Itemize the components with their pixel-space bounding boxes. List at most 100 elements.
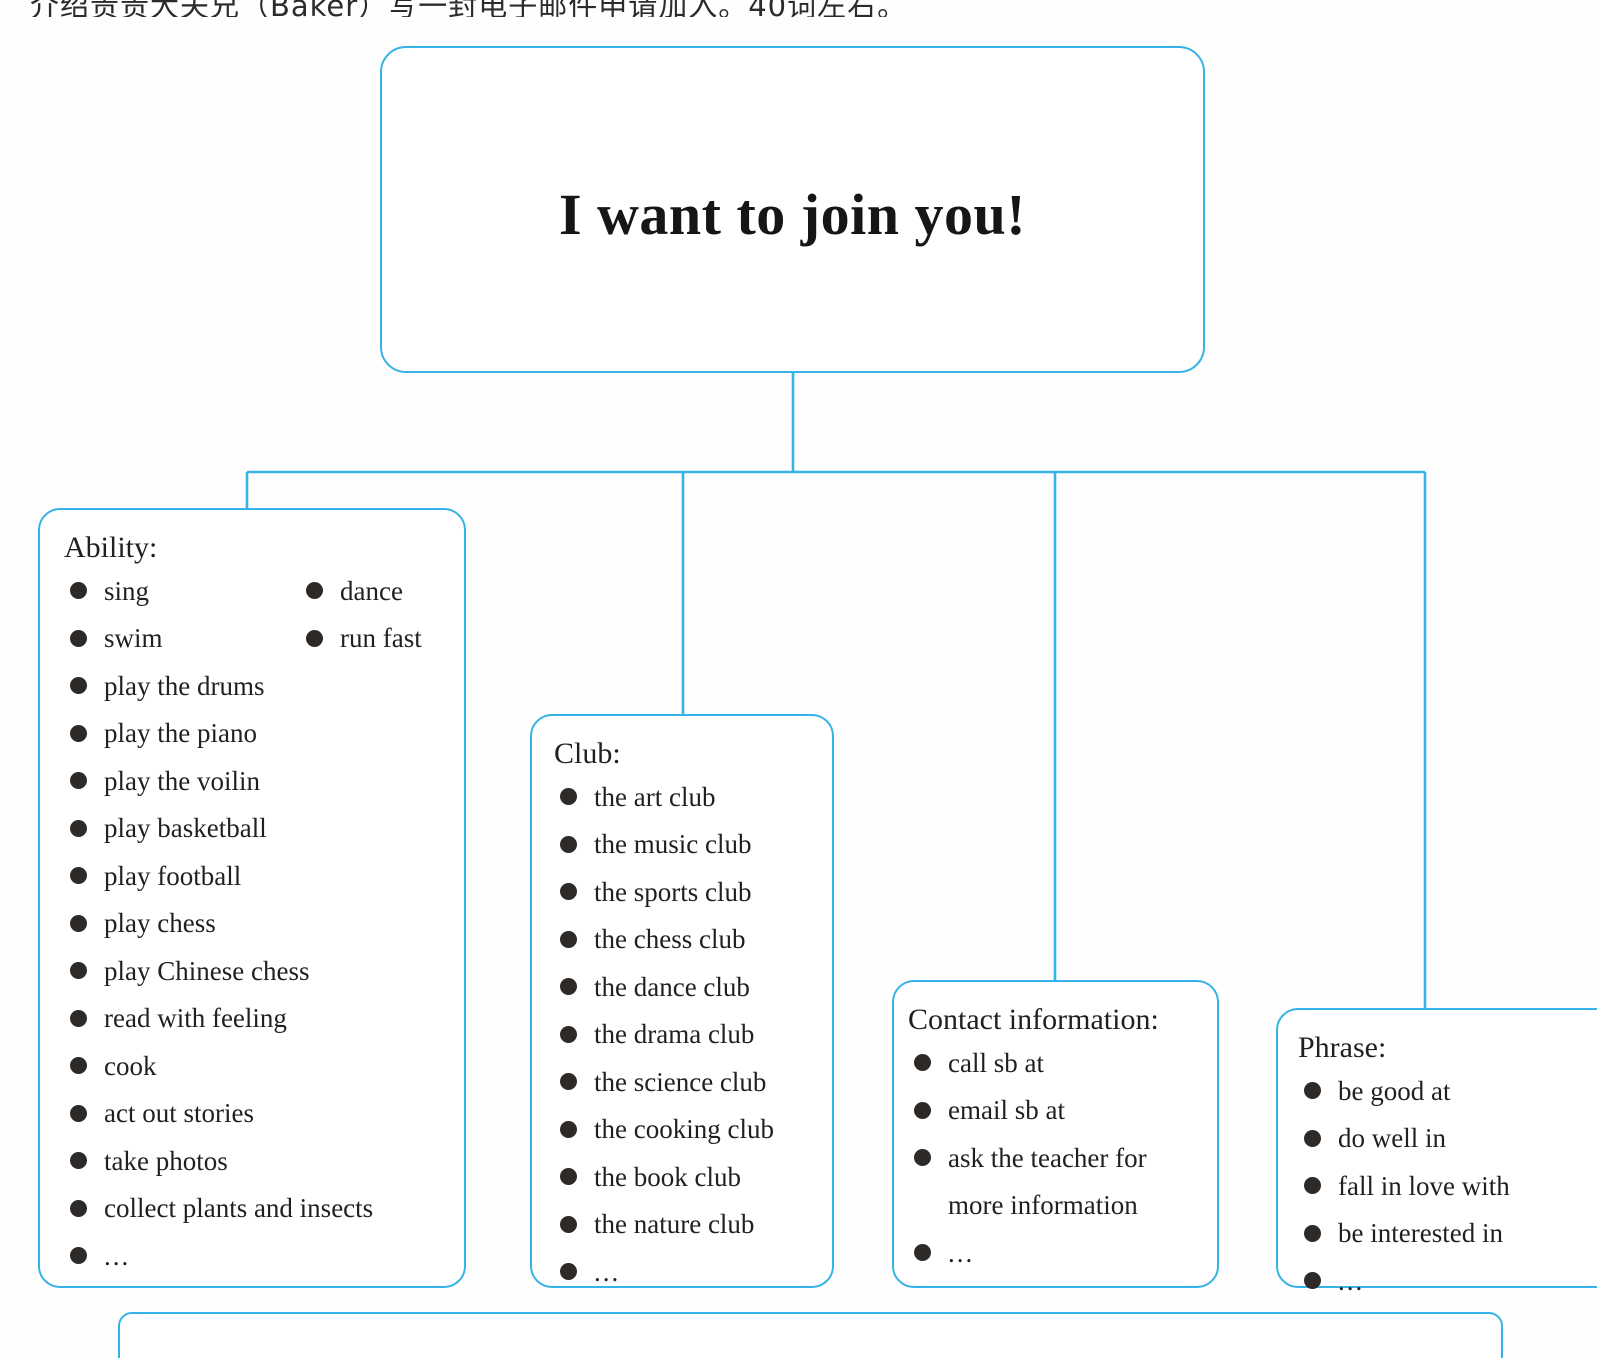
bullet-dot-icon xyxy=(1304,1082,1321,1100)
list-item: play the voilin xyxy=(64,758,464,806)
contact-item-label: email sb at xyxy=(948,1095,1065,1125)
bullet-dot-icon xyxy=(560,978,577,996)
ability-item-label: dance xyxy=(340,575,403,606)
ability-row-1: sing dance xyxy=(64,568,464,616)
ability-item-label: sing xyxy=(104,575,150,606)
bullet-dot-icon xyxy=(560,1025,577,1043)
list-item: the dance club xyxy=(554,964,832,1012)
club-item-label: the drama club xyxy=(594,1019,755,1049)
bullet-dot-icon xyxy=(560,883,577,901)
bullet-dot-icon xyxy=(560,835,577,853)
contact-item-label: call sb at xyxy=(948,1047,1044,1078)
branch-node-contact-information: Contact information: call sb at email sb… xyxy=(892,980,1219,1288)
phrase-item-label: do well in xyxy=(1338,1123,1446,1153)
phrase-item-label: be interested in xyxy=(1338,1218,1503,1248)
list-item: act out stories xyxy=(64,1090,464,1138)
club-item-label: ... xyxy=(594,1256,621,1287)
list-item: the sports club xyxy=(554,869,832,917)
bullet-dot-icon xyxy=(70,1199,87,1217)
bullet-dot-icon xyxy=(70,819,87,837)
ability-item-label: play basketball xyxy=(104,813,267,843)
bullet-dot-icon xyxy=(70,724,87,742)
contact-title: Contact information: xyxy=(908,1003,1159,1036)
list-item: the book club xyxy=(554,1154,832,1202)
list-item: fall in love with xyxy=(1298,1163,1597,1211)
list-item: play the drums xyxy=(64,663,464,711)
bullet-dot-icon xyxy=(70,677,87,695)
list-item-ellipsis: ... xyxy=(1298,1258,1597,1306)
ability-item-list: play the drums play the piano play the v… xyxy=(64,663,464,1281)
ability-item-label: act out stories xyxy=(104,1098,254,1128)
bullet-dot-icon xyxy=(560,1263,577,1281)
bullet-dot-icon xyxy=(70,1009,87,1027)
bullet-dot-icon xyxy=(1304,1272,1321,1290)
club-item-label: the dance club xyxy=(594,971,750,1002)
ability-item-sing: sing xyxy=(64,568,300,616)
phrase-item-label: ... xyxy=(1338,1265,1365,1296)
ability-item-label: cook xyxy=(104,1050,157,1081)
list-item: the music club xyxy=(554,821,832,869)
list-item: be good at xyxy=(1298,1068,1597,1116)
list-item: play basketball xyxy=(64,805,464,853)
ability-item-dance: dance xyxy=(300,568,403,616)
list-item: the cooking club xyxy=(554,1106,832,1154)
ability-item-label: play chess xyxy=(104,908,216,938)
bullet-dot-icon xyxy=(70,582,87,600)
bullet-dot-icon xyxy=(70,1057,87,1075)
contact-item-label: ... xyxy=(948,1237,975,1268)
root-node-title: I want to join you! xyxy=(558,182,1027,247)
list-item: the art club xyxy=(554,774,832,822)
ability-item-swim: swim xyxy=(64,615,300,663)
bullet-dot-icon xyxy=(914,1149,931,1167)
ability-item-run-fast: run fast xyxy=(300,615,422,663)
bullet-dot-icon xyxy=(70,1104,87,1122)
list-item: ask the teacher for xyxy=(908,1135,1217,1183)
ability-item-label: collect plants and insects xyxy=(104,1193,374,1223)
list-item: play chess xyxy=(64,900,464,948)
ability-item-label: swim xyxy=(104,623,163,653)
list-item: the chess club xyxy=(554,916,832,964)
bullet-dot-icon xyxy=(560,930,577,948)
phrase-item-label: fall in love with xyxy=(1338,1170,1510,1201)
bullet-dot-icon xyxy=(560,1168,577,1186)
list-item: play football xyxy=(64,853,464,901)
bullet-dot-icon xyxy=(1304,1129,1321,1147)
bullet-dot-icon xyxy=(1304,1177,1321,1195)
ability-item-label: play the voilin xyxy=(104,765,260,796)
contact-item-label: ask the teacher for xyxy=(948,1142,1147,1173)
bottom-node-text xyxy=(120,1314,1501,1338)
bullet-dot-icon xyxy=(70,1152,87,1170)
club-item-label: the chess club xyxy=(594,924,746,954)
ability-item-label: play football xyxy=(104,860,242,891)
list-item: do well in xyxy=(1298,1115,1597,1163)
bullet-dot-icon xyxy=(70,629,87,647)
club-item-label: the science club xyxy=(594,1066,767,1097)
list-item: email sb at xyxy=(908,1087,1217,1135)
list-item: the drama club xyxy=(554,1011,832,1059)
bullet-dot-icon xyxy=(70,1247,87,1265)
bullet-dot-icon xyxy=(914,1054,931,1072)
branch-node-ability: Ability: sing dance swim run f xyxy=(38,508,466,1288)
phrase-title: Phrase: xyxy=(1298,1031,1387,1064)
bullet-dot-icon xyxy=(70,962,87,980)
list-item: read with feeling xyxy=(64,995,464,1043)
bullet-dot-icon xyxy=(914,1244,931,1262)
ability-title: Ability: xyxy=(64,531,158,564)
ability-item-label: ... xyxy=(104,1240,131,1271)
bullet-dot-icon xyxy=(560,1215,577,1233)
bullet-dot-icon xyxy=(914,1101,931,1119)
list-item-ellipsis: ... xyxy=(64,1233,464,1281)
phrase-item-list: be good at do well in fall in love with … xyxy=(1298,1068,1597,1306)
ability-item-label: read with feeling xyxy=(104,1003,287,1033)
list-item: play the piano xyxy=(64,710,464,758)
bullet-dot-icon xyxy=(560,788,577,806)
list-item: play Chinese chess xyxy=(64,948,464,996)
list-item: cook xyxy=(64,1043,464,1091)
list-item: take photos xyxy=(64,1138,464,1186)
contact-item-list: call sb at email sb at ask the teacher f… xyxy=(908,1040,1217,1278)
bullet-dot-icon xyxy=(560,1073,577,1091)
bullet-dot-icon xyxy=(70,867,87,885)
club-item-label: the art club xyxy=(594,781,716,812)
ability-item-label: run fast xyxy=(340,623,422,653)
